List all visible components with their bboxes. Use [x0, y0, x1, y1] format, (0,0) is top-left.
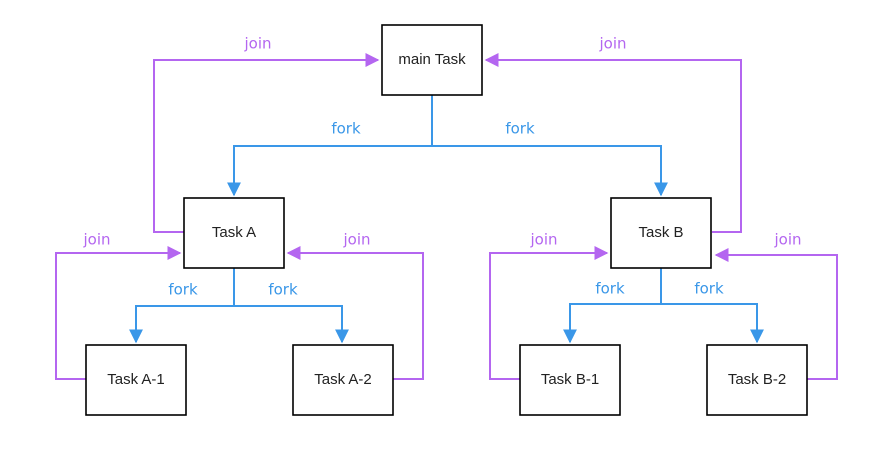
fork-label-main-b: fork: [505, 120, 535, 138]
node-task-b-label: Task B: [638, 224, 683, 241]
fork-edges: [129, 95, 764, 344]
node-task-b-1-label: Task B-1: [541, 371, 599, 388]
fork-edge-a-to-a1: [129, 268, 235, 344]
join-edges: [55, 53, 838, 380]
join-label-b1-b: join: [529, 231, 557, 249]
join-edge-a2-to-a: [286, 246, 424, 380]
fork-edge-main-to-b: [432, 145, 668, 197]
fork-label-b-b1: fork: [595, 280, 625, 298]
join-edge-b-to-main: [484, 53, 742, 233]
fork-label-a-a1: fork: [168, 281, 198, 299]
node-task-a: Task A: [183, 197, 285, 269]
fork-edge-b-to-b1: [563, 268, 662, 344]
fork-label-a-a2: fork: [268, 281, 298, 299]
fork-label-main-a: fork: [331, 120, 361, 138]
fork-edge-b-to-b2: [661, 303, 764, 344]
node-task-a-1: Task A-1: [85, 344, 187, 416]
join-label-a1-a: join: [82, 231, 110, 249]
join-label-b-main: join: [598, 35, 626, 53]
join-edge-a-to-main: [153, 53, 380, 233]
node-task-a-label: Task A: [212, 224, 256, 241]
fork-edge-a-to-a2: [234, 305, 349, 344]
node-task-b: Task B: [610, 197, 712, 269]
node-main-task-label: main Task: [398, 51, 466, 68]
fork-label-b-b2: fork: [694, 280, 724, 298]
join-edge-b2-to-b: [714, 248, 838, 380]
node-task-a-1-label: Task A-1: [107, 371, 165, 388]
node-task-a-2-label: Task A-2: [314, 371, 372, 388]
node-main-task: main Task: [381, 24, 483, 96]
node-task-b-2: Task B-2: [706, 344, 808, 416]
node-task-a-2: Task A-2: [292, 344, 394, 416]
join-label-a2-a: join: [342, 231, 370, 249]
join-label-b2-b: join: [773, 231, 801, 249]
join-edge-b1-to-b: [489, 246, 609, 380]
join-edge-a1-to-a: [55, 246, 182, 380]
node-task-b-1: Task B-1: [519, 344, 621, 416]
join-label-a-main: join: [243, 35, 271, 53]
node-task-b-2-label: Task B-2: [728, 371, 786, 388]
fork-edge-main-to-a: [227, 95, 433, 197]
